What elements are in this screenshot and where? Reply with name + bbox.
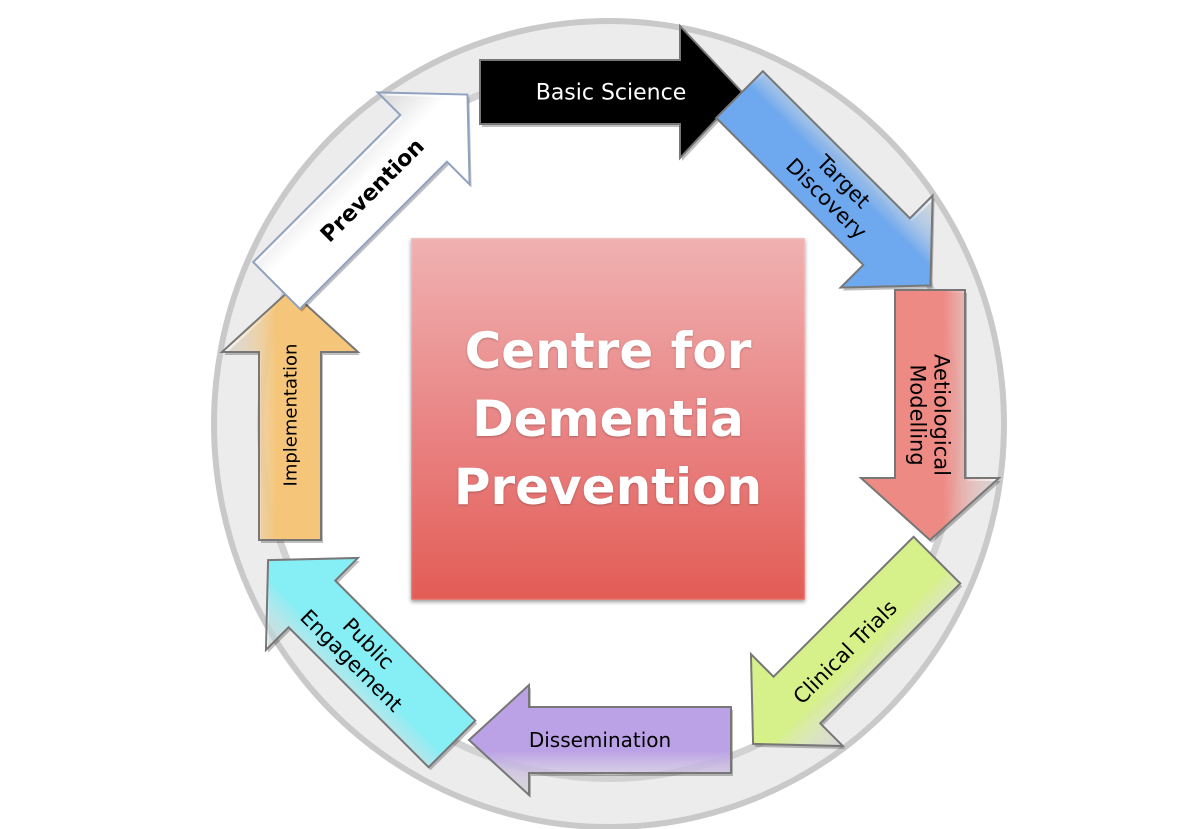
label-line: Implementation <box>280 344 301 487</box>
label-line: Modelling <box>906 364 930 465</box>
target-discovery-arrow: TargetDiscovery <box>714 69 935 291</box>
label-line: Aetiological <box>930 354 954 476</box>
aetiological-modelling-label: AetiologicalModelling <box>906 354 954 476</box>
arrow-shape <box>467 682 732 798</box>
arrow-shape <box>251 91 471 311</box>
implementation-label: Implementation <box>280 344 301 487</box>
arrow-shape <box>858 289 1002 542</box>
prevention-arrow: Prevention <box>251 91 472 312</box>
arrow-shape <box>264 556 477 769</box>
dissemination-label: Dissemination <box>529 728 671 752</box>
label-line: Dissemination <box>529 728 671 752</box>
label-line: Basic Science <box>536 81 687 106</box>
basic-science-label: Basic Science <box>536 81 687 106</box>
implementation-arrow: Implementation <box>219 288 361 543</box>
arrow-shape <box>749 535 962 748</box>
centre-title-line: Centre for <box>464 322 752 380</box>
dissemination-arrow: Dissemination <box>467 682 733 798</box>
centre-title-line: Prevention <box>453 458 763 516</box>
arrow-shape <box>219 288 361 541</box>
centre-title: Centre for Dementia Prevention <box>411 317 805 521</box>
arrow-shape <box>479 23 744 161</box>
centre-title-line: Dementia <box>472 390 744 448</box>
centre-box: Centre for Dementia Prevention <box>411 238 805 600</box>
arrow-shape <box>714 69 934 289</box>
aetiological-modelling-arrow: AetiologicalModelling <box>858 289 1002 543</box>
basic-science-arrow: Basic Science <box>479 23 744 161</box>
